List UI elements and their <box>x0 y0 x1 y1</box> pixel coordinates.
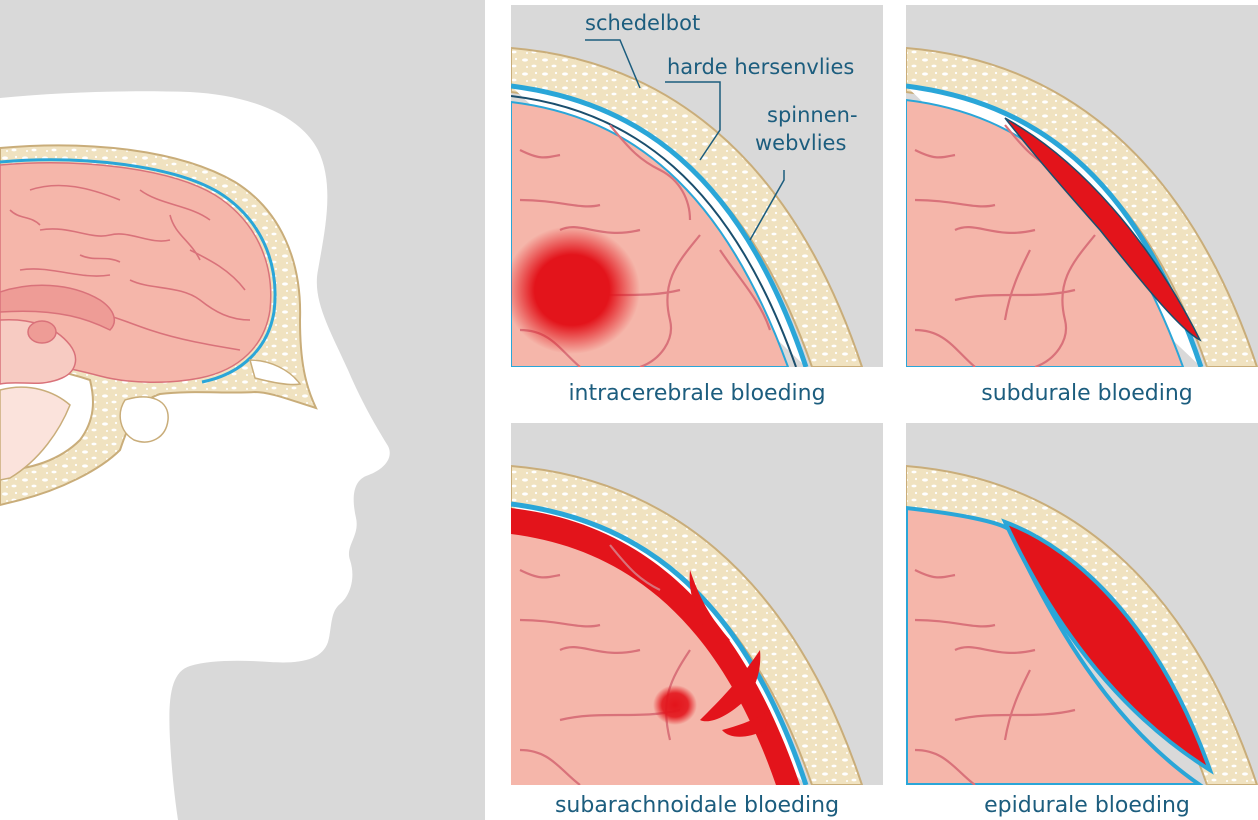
sinus-cavity <box>120 397 168 442</box>
thalamus <box>28 321 56 343</box>
head-silhouette-section <box>0 0 485 820</box>
hemorrhage-focus <box>653 685 697 725</box>
caption-epidural: epidurale bloeding <box>984 793 1190 818</box>
label-skull: schedelbot <box>585 11 700 35</box>
hemorrhage-intracerebral <box>504 226 640 354</box>
panel-subarachnoid: subarachnoidale bloeding <box>511 423 883 818</box>
label-arachnoid-1: spinnen- <box>767 103 858 127</box>
label-dura: harde hersenvlies <box>667 55 854 79</box>
caption-subdural: subdurale bloeding <box>981 381 1193 406</box>
caption-intracerebral: intracerebrale bloeding <box>568 381 825 406</box>
panel-subdural: subdurale bloeding <box>906 5 1258 406</box>
panel-epidural: epidurale bloeding <box>906 423 1258 818</box>
caption-subarachnoid: subarachnoidale bloeding <box>555 793 839 818</box>
label-arachnoid-2: webvlies <box>755 131 846 155</box>
